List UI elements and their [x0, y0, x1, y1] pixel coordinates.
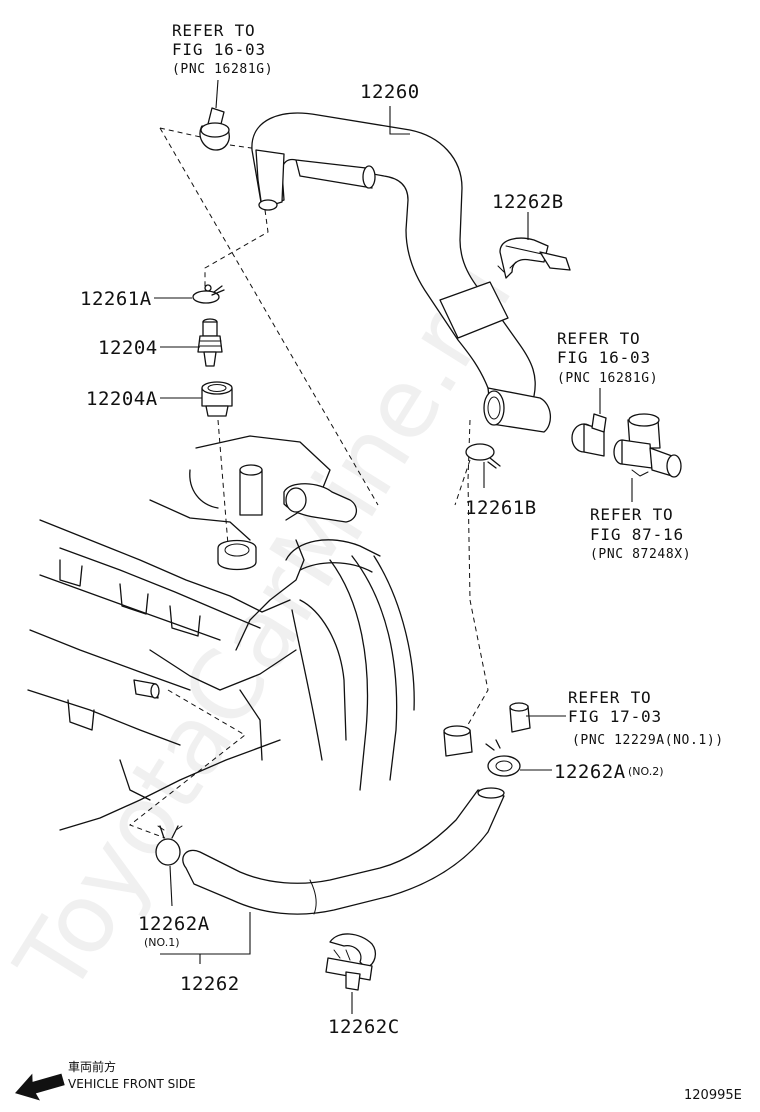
pcv-valve-12204: [197, 318, 223, 367]
direction-en: VEHICLE FRONT SIDE: [68, 1077, 196, 1091]
label-12262A-no2: 12262A: [554, 761, 626, 783]
label-12204: 12204: [98, 337, 158, 359]
label-12262B: 12262B: [492, 191, 564, 213]
leader-lines: [154, 79, 633, 1014]
pipe-ref-12229a: [509, 702, 531, 733]
ref3-line2: FIG 87-16: [590, 525, 684, 544]
ref4-line3: (PNC 12229A(NO.1)): [572, 733, 724, 748]
label-12261A: 12261A: [80, 288, 152, 310]
label-12262C: 12262C: [328, 1016, 400, 1038]
vehicle-front-indicator: 車両前方 VEHICLE FRONT SIDE: [15, 1059, 196, 1101]
ref1-line3: (PNC 16281G): [172, 62, 273, 77]
label-12262: 12262: [180, 973, 240, 995]
clamp-ref-16281g-upper: [199, 107, 230, 151]
ref3-line1: REFER TO: [590, 505, 673, 524]
ref2-line3: (PNC 16281G): [557, 371, 658, 386]
ref1-line1: REFER TO: [172, 21, 255, 40]
label-12262A-no1: 12262A: [138, 913, 210, 935]
clip-12261A: [192, 284, 225, 304]
clip-12261B: [465, 443, 501, 469]
reference-fig-87-16: REFER TO FIG 87-16 (PNC 87248X): [590, 505, 691, 562]
label-12261B: 12261B: [465, 497, 537, 519]
ref1-line2: FIG 16-03: [172, 40, 266, 59]
ref2-line1: REFER TO: [557, 329, 640, 348]
label-12260: 12260: [360, 81, 420, 103]
label-12204A: 12204A: [86, 388, 158, 410]
clamp-ref-16281g-right: [571, 413, 607, 457]
upper-hose-12260: [251, 112, 551, 433]
ref4-line2: FIG 17-03: [568, 707, 662, 726]
direction-jp: 車両前方: [68, 1059, 116, 1074]
lower-hose-12262: [182, 787, 505, 915]
ref3-line3: (PNC 87248X): [590, 547, 691, 562]
label-12262A-no1-note: (NO.1): [144, 936, 180, 949]
reference-fig-17-03: REFER TO FIG 17-03 (PNC 12229A(NO.1)): [568, 688, 724, 748]
hose-clamp-12262A-no2: [485, 739, 521, 777]
ref4-line1: REFER TO: [568, 688, 651, 707]
union-fitting-ref-87248x: [613, 413, 682, 478]
arrow-left-icon: [15, 1073, 65, 1101]
engine-block-outline: [27, 435, 473, 831]
grommet-12204A: [201, 381, 233, 417]
hose-clamp-12262C: [325, 933, 377, 991]
reference-fig-16-03-right: REFER TO FIG 16-03 (PNC 16281G): [557, 329, 658, 386]
label-12262A-no2-note: (NO.2): [628, 765, 664, 778]
figure-code: 120995E: [684, 1088, 742, 1103]
hose-clamp-12262B: [497, 237, 571, 279]
reference-fig-16-03-upper: REFER TO FIG 16-03 (PNC 16281G): [172, 21, 273, 77]
hose-clamp-12262A-no1: [155, 825, 183, 866]
ref2-line2: FIG 16-03: [557, 348, 651, 367]
